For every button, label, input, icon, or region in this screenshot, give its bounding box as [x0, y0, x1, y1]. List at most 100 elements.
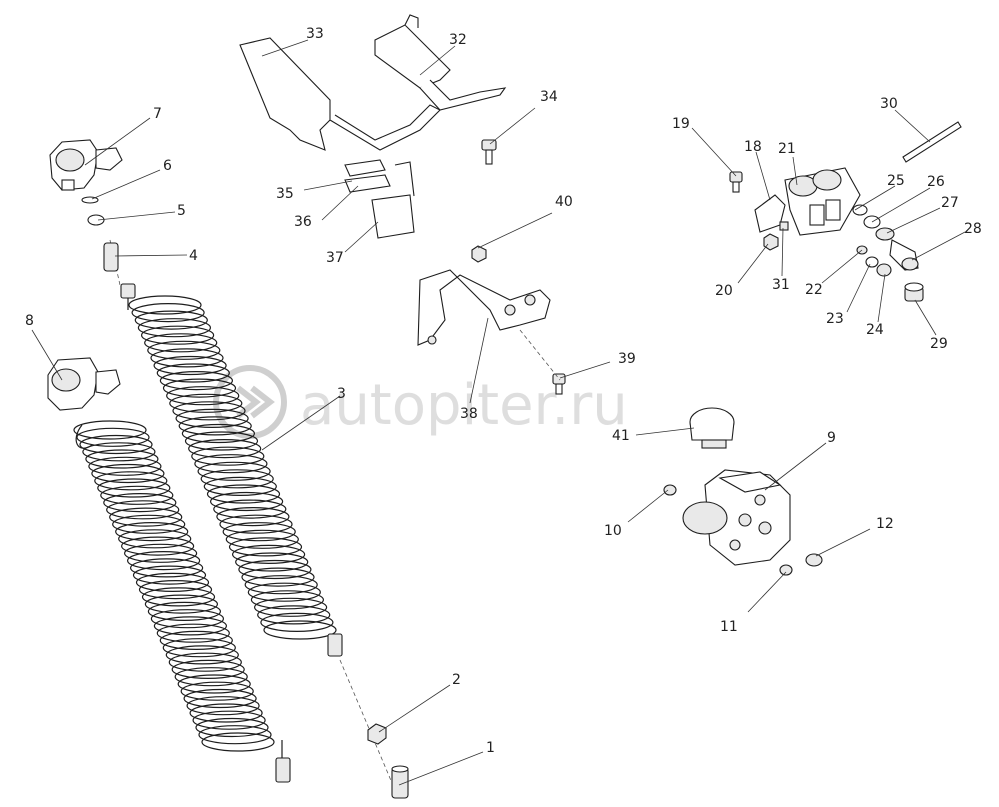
- callout-29: 29: [930, 336, 948, 352]
- coil-turn: [210, 491, 284, 512]
- coil-turn: [172, 401, 246, 421]
- coil-turn: [213, 499, 287, 519]
- coil-turn: [137, 318, 211, 338]
- coil-turn: [171, 659, 245, 680]
- coil-turn: [247, 582, 321, 602]
- plug-29: [904, 282, 924, 302]
- coil-right-turns: [128, 295, 337, 640]
- fitting-left-bottom: [275, 757, 291, 783]
- valve-block-21: [754, 167, 861, 236]
- callout-34: 34: [540, 89, 558, 105]
- callout-25: 25: [887, 173, 905, 189]
- coil-turn: [141, 325, 215, 345]
- callout-20: 20: [715, 283, 733, 299]
- bracket-arm: [419, 79, 507, 111]
- coupling-head-7: [49, 139, 123, 191]
- callout-8: 8: [25, 313, 34, 329]
- callout-39: 39: [618, 351, 636, 367]
- coupling-head-8: [47, 357, 121, 411]
- callout-4: 4: [189, 248, 198, 264]
- coil-turn: [106, 500, 180, 520]
- callout-31: 31: [772, 277, 790, 293]
- coil-turn: [186, 696, 260, 716]
- callout-24: 24: [866, 322, 884, 338]
- coil-turn: [175, 408, 249, 428]
- coil-turn: [166, 386, 240, 406]
- coil-turn: [135, 572, 210, 593]
- fitting-10: [663, 484, 677, 496]
- callout-1: 1: [486, 740, 495, 756]
- coil-turn: [79, 434, 153, 455]
- clamp-35: [344, 159, 386, 177]
- coil-turn: [263, 620, 337, 640]
- coil-turn: [150, 348, 224, 368]
- callout-7: 7: [153, 106, 162, 122]
- watermark-text: autopiter.ru: [300, 373, 628, 438]
- callout-19: 19: [672, 116, 690, 132]
- coil-turn: [254, 597, 328, 617]
- bracket-assembly: [239, 14, 507, 239]
- coil-turn: [191, 446, 265, 466]
- bracket-32: [374, 24, 451, 89]
- coil-turn: [131, 303, 205, 323]
- coil-turn: [85, 449, 159, 469]
- fitting-27: [875, 227, 895, 241]
- coil-turn: [201, 732, 275, 752]
- coil-turn: [238, 559, 312, 580]
- coil-turn: [144, 594, 218, 614]
- bolt-34: [481, 139, 497, 165]
- coil-turn: [206, 484, 281, 504]
- coil-turn: [147, 601, 221, 622]
- assembly-axis-1: [339, 659, 396, 791]
- coil-turn: [147, 340, 221, 360]
- callout-40: 40: [555, 194, 573, 210]
- coil-turn: [162, 378, 237, 398]
- fitting-11: [779, 564, 793, 576]
- callout-30: 30: [880, 96, 898, 112]
- coil-turn: [168, 652, 242, 672]
- coil-left-turns: [73, 420, 275, 752]
- coil-turn: [144, 333, 218, 353]
- callout-38: 38: [460, 406, 478, 422]
- callout-36: 36: [294, 214, 312, 230]
- coil-turn: [219, 514, 293, 534]
- coil-turn: [153, 355, 227, 376]
- callout-33: 33: [306, 26, 324, 42]
- nut-2: [367, 723, 387, 745]
- callout-23: 23: [826, 311, 844, 327]
- fitting-1: [391, 765, 409, 799]
- coil-turn: [124, 543, 198, 563]
- coil-turn: [132, 565, 207, 585]
- coil-turn: [162, 638, 236, 658]
- callout-12: 12: [876, 516, 894, 532]
- coil-turn: [180, 681, 254, 701]
- bracket-33: [239, 37, 331, 151]
- coil-turn: [134, 310, 208, 330]
- callout-41: 41: [612, 428, 630, 444]
- coil-turn: [88, 456, 162, 476]
- fitting-28: [889, 239, 919, 271]
- plate-38: [417, 269, 551, 346]
- nut-20: [763, 233, 779, 251]
- callout-26: 26: [927, 174, 945, 190]
- coil-turn: [103, 493, 177, 513]
- callout-28: 28: [964, 221, 982, 237]
- watermark: autopiter.ru: [213, 365, 628, 439]
- coil-turn: [150, 609, 224, 629]
- coil-turn: [112, 514, 186, 534]
- nut-40: [471, 245, 487, 263]
- coil-turn: [159, 630, 233, 651]
- coil-turn: [94, 471, 168, 491]
- coil-turn: [82, 442, 156, 462]
- seal-ring-6: [81, 196, 99, 204]
- callout-32: 32: [449, 32, 467, 48]
- coil-turn: [115, 521, 189, 542]
- coil-turn: [194, 454, 268, 474]
- coil-turn: [165, 645, 239, 665]
- callout-27: 27: [941, 195, 959, 211]
- callout-21: 21: [778, 141, 796, 157]
- coil-turn: [73, 420, 147, 440]
- leader-lines: [31, 39, 966, 786]
- coil-turn: [100, 485, 174, 505]
